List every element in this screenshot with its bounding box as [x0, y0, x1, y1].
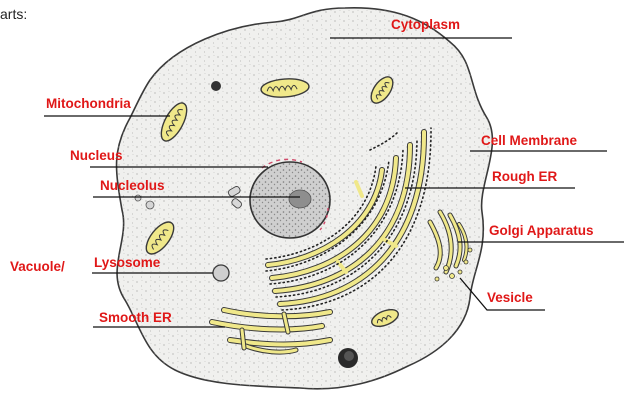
label-nucleus: Nucleus: [70, 148, 123, 164]
small-vesicle-left-2: [135, 195, 141, 201]
label-mitochondria: Mitochondria: [46, 96, 131, 112]
granule-bottom-light: [344, 351, 354, 361]
label-nucleolus: Nucleolus: [100, 178, 165, 194]
label-cytoplasm: Cytoplasm: [391, 17, 460, 33]
label-vesicle: Vesicle: [487, 290, 533, 306]
nucleolus-shape: [289, 190, 311, 208]
label-smooth-er: Smooth ER: [99, 310, 172, 326]
label-golgi-apparatus: Golgi Apparatus: [489, 223, 594, 239]
granule-top: [211, 81, 221, 91]
small-vesicle-left-1: [146, 201, 154, 209]
label-vacuole: Vacuole/: [10, 259, 65, 275]
lysosome-shape: [213, 265, 229, 281]
label-lysosome: Lysosome: [94, 255, 160, 271]
label-cell-membrane: Cell Membrane: [481, 133, 577, 149]
label-rough-er: Rough ER: [492, 169, 557, 185]
